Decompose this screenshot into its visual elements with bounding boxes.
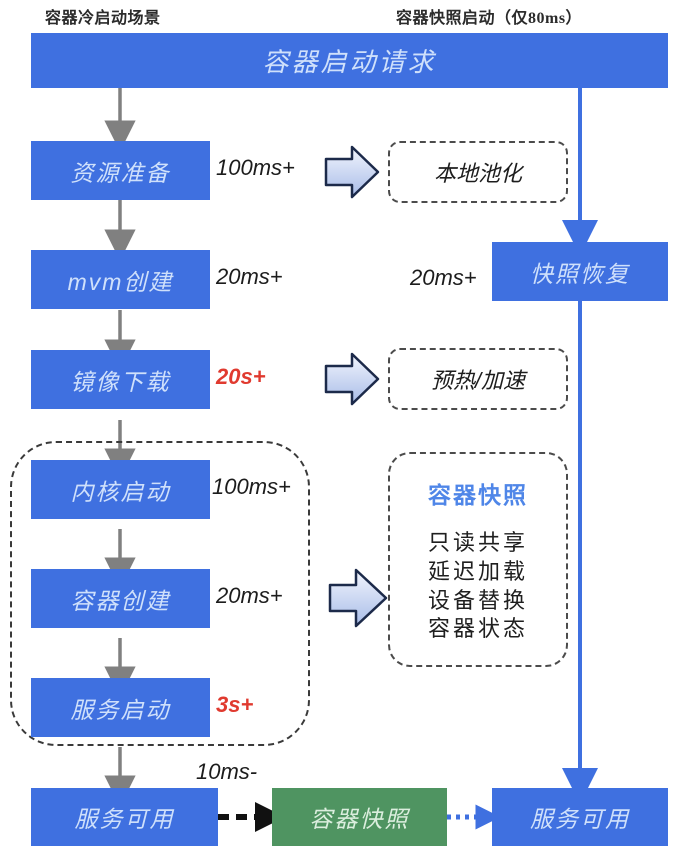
step-time-resource-prep: 100ms+ [216, 155, 295, 180]
step-box-service-start: 服务启动 [31, 678, 210, 737]
snapshot-restore-time-label: 20ms+ [410, 265, 477, 290]
snapshot-detail-panel: 容器快照 只读共享 延迟加载 设备替换 容器状态 [388, 452, 568, 667]
preheat-accelerate-box: 预热/加速 [388, 348, 568, 410]
step-time-image-download: 20s+ [216, 364, 266, 389]
snapshot-feature-item: 延迟加载 [427, 558, 528, 584]
snapshot-feature-item: 容器状态 [427, 616, 528, 642]
step-time-container-create: 20ms+ [216, 583, 283, 608]
snapshot-feature-item: 只读共享 [427, 530, 528, 555]
snapshot-panel-title: 容器快照 [428, 482, 528, 508]
step-time-mvm-create: 20ms+ [216, 264, 283, 289]
container-start-request-box: 容器启动请求 [31, 33, 668, 88]
step-box-resource-prep: 资源准备 [31, 141, 210, 200]
step-box-image-download: 镜像下载 [31, 350, 210, 409]
snapshot-capture-time-label: 10ms- [196, 759, 258, 784]
step-box-container-create: 容器创建 [31, 569, 210, 628]
result-box-service-available-right: 服务可用 [492, 788, 668, 846]
container-snapshot-box: 容器快照 [272, 788, 447, 846]
snapshot-feature-item: 设备替换 [427, 587, 528, 613]
local-pooling-box: 本地池化 [388, 141, 568, 203]
snapshot-panel-list: 只读共享 延迟加载 设备替换 容器状态 [428, 530, 528, 643]
step-box-mvm-create: mvm创建 [31, 250, 210, 309]
step-time-kernel-boot: 100ms+ [212, 474, 291, 499]
step-box-kernel-boot: 内核启动 [31, 460, 210, 519]
step-time-service-start: 3s+ [216, 692, 254, 717]
result-box-service-available-left: 服务可用 [31, 788, 218, 846]
cold-start-core-group [10, 441, 310, 746]
column-header-left: 容器冷启动场景 [45, 10, 161, 27]
column-header-right: 容器快照启动（仅80ms） [396, 10, 583, 27]
snapshot-restore-box: 快照恢复 [492, 242, 668, 301]
